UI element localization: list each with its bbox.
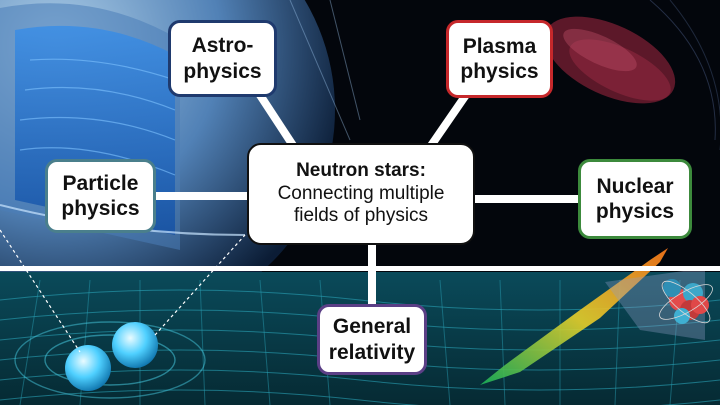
central-subtitle-line2: fields of physics xyxy=(293,205,429,227)
zoom-line-left xyxy=(0,229,81,353)
node-plasma-physics: Plasma physics xyxy=(446,20,553,98)
nuclear-label-line1: Nuclear xyxy=(596,174,674,198)
zoom-line-right xyxy=(154,234,246,336)
node-general-relativity: General relativity xyxy=(317,304,427,375)
particle-label-line1: Particle xyxy=(62,171,139,195)
plasma-label-line1: Plasma xyxy=(462,34,537,58)
neutron-star-pair xyxy=(65,322,158,391)
gr-label-line2: relativity xyxy=(328,340,416,364)
node-astrophysics: Astro- physics xyxy=(168,20,277,97)
astrophysics-label-line2: physics xyxy=(183,59,262,83)
atomic-nucleus xyxy=(659,279,713,324)
plasma-cloud xyxy=(544,16,676,104)
horizontal-divider xyxy=(0,266,720,271)
gr-label-line1: General xyxy=(332,315,412,339)
central-subtitle-line1: Connecting multiple xyxy=(277,182,445,204)
central-topic-box: Neutron stars: Connecting multiple field… xyxy=(247,143,475,245)
node-particle-physics: Particle physics xyxy=(45,159,156,233)
plasma-label-line2: physics xyxy=(460,60,539,83)
connector-astrophysics xyxy=(254,89,300,153)
connector-plasma xyxy=(424,89,472,153)
particle-label-line2: physics xyxy=(61,197,140,220)
node-nuclear-physics: Nuclear physics xyxy=(578,159,692,239)
nuclear-label-line2: physics xyxy=(595,200,675,223)
central-title: Neutron stars: xyxy=(296,159,426,181)
astrophysics-label-line1: Astro- xyxy=(191,34,254,58)
connectors xyxy=(152,89,580,306)
